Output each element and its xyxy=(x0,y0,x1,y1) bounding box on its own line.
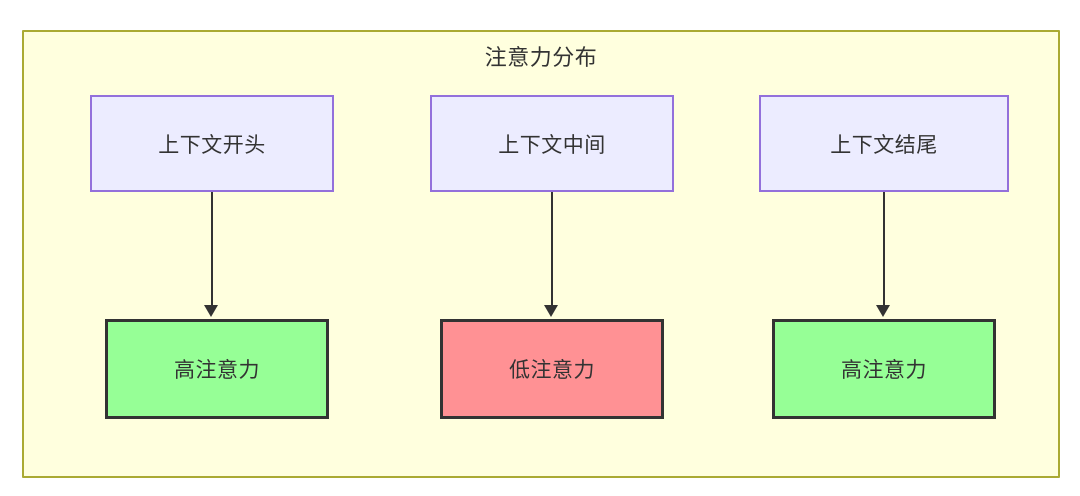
arrow-down-icon xyxy=(876,305,890,317)
node-context-middle-label: 上下文中间 xyxy=(498,132,606,157)
arrow-down-icon xyxy=(204,305,218,317)
attention-distribution-subgraph: 注意力分布 上下文开头 高注意力 上下文中间 低注意力 上下文结尾 高注意力 xyxy=(22,30,1060,478)
edge-line-beginning xyxy=(211,192,213,305)
node-high-attention-beginning-label: 高注意力 xyxy=(174,358,260,382)
node-context-end[interactable]: 上下文结尾 xyxy=(759,95,1009,192)
edge-line-end xyxy=(883,192,885,305)
node-low-attention-middle-label: 低注意力 xyxy=(509,358,595,382)
arrow-down-icon xyxy=(544,305,558,317)
node-context-beginning[interactable]: 上下文开头 xyxy=(90,95,334,192)
diagram-title: 注意力分布 xyxy=(484,46,598,71)
node-low-attention-middle[interactable]: 低注意力 xyxy=(440,319,664,419)
node-context-middle[interactable]: 上下文中间 xyxy=(430,95,674,192)
node-high-attention-end-label: 高注意力 xyxy=(841,358,927,382)
node-high-attention-end[interactable]: 高注意力 xyxy=(772,319,996,419)
node-context-beginning-label: 上下文开头 xyxy=(158,132,266,157)
node-context-end-label: 上下文结尾 xyxy=(830,132,938,157)
edge-line-middle xyxy=(551,192,553,305)
node-high-attention-beginning[interactable]: 高注意力 xyxy=(105,319,329,419)
